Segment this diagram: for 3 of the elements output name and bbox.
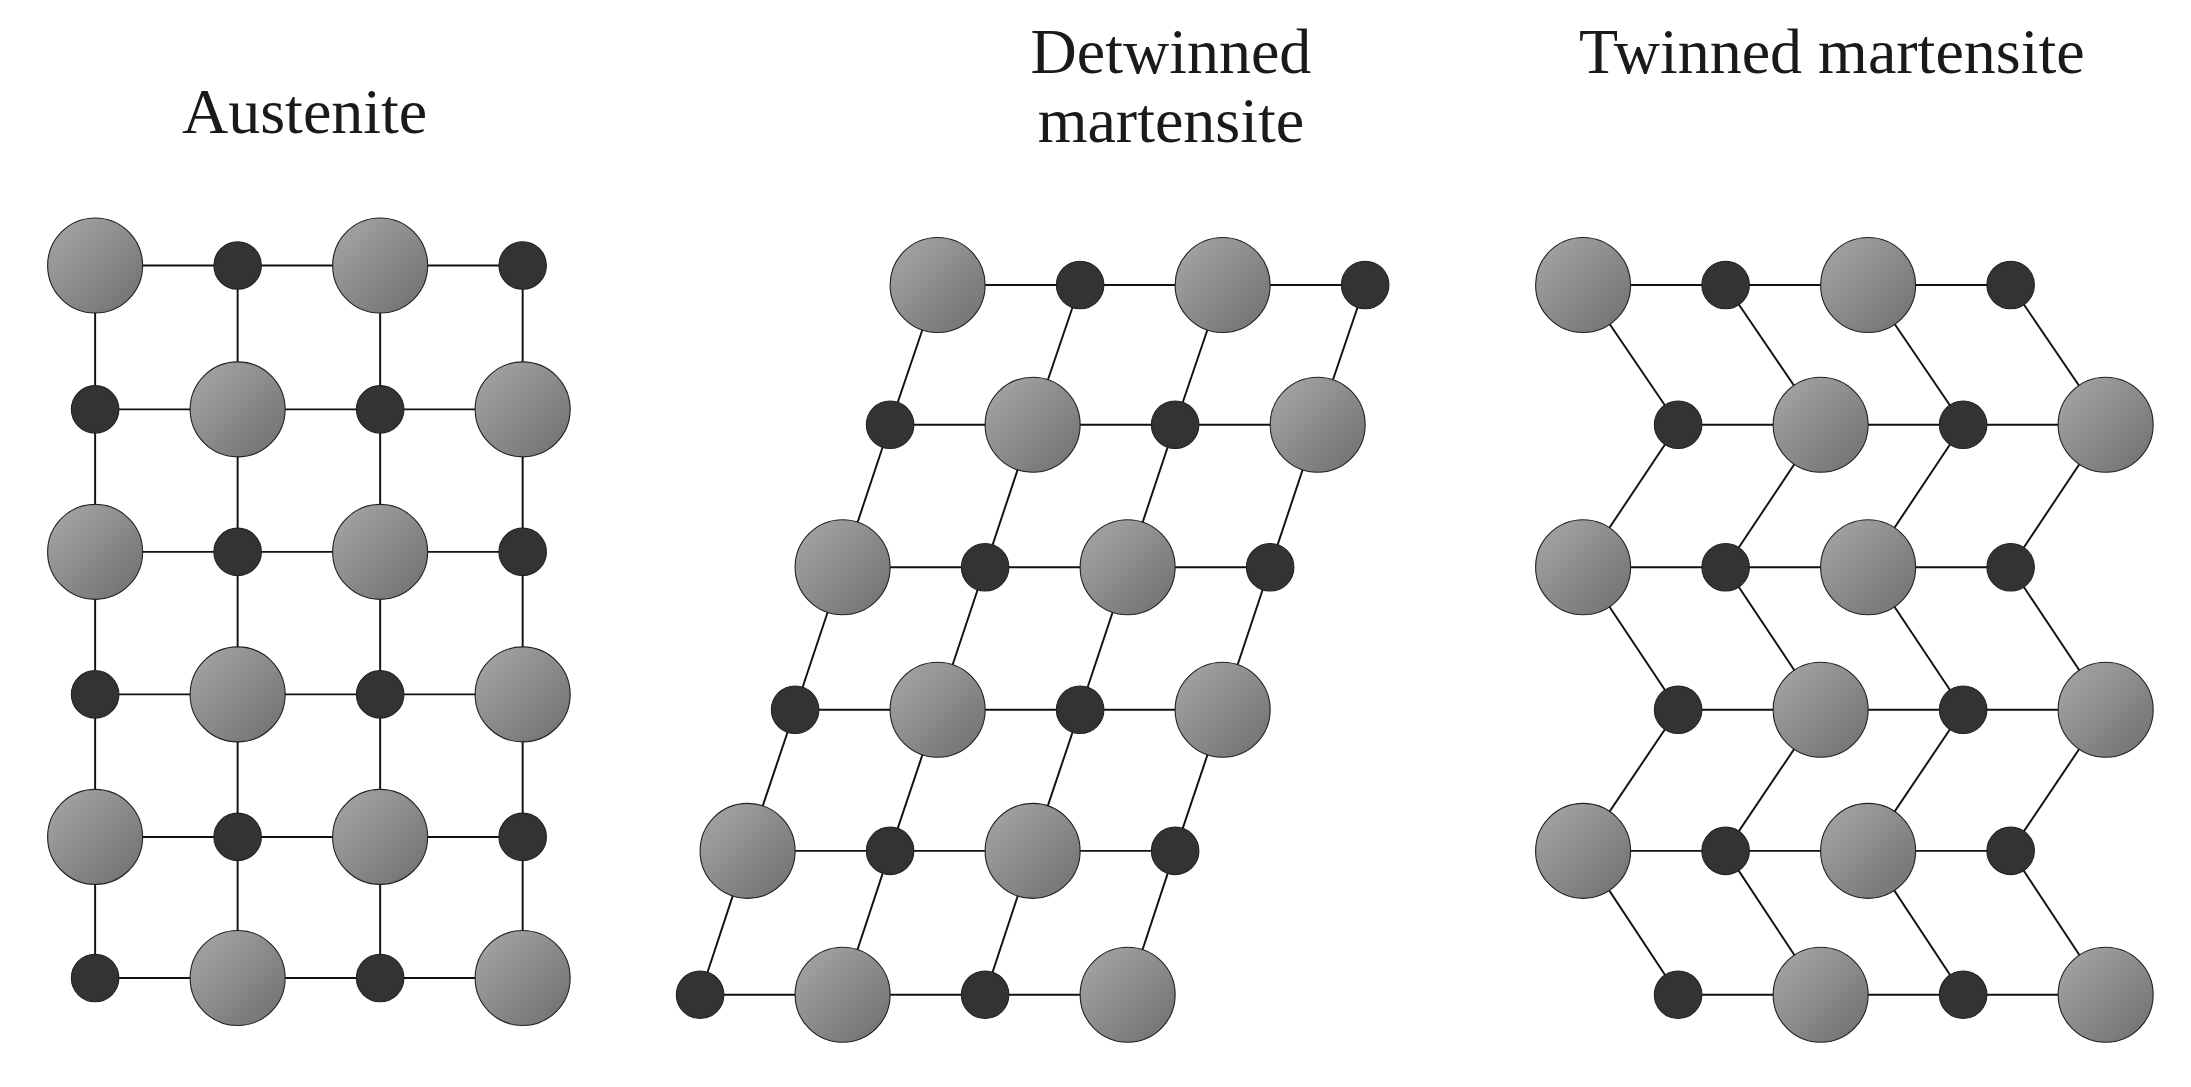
lattice-title: Austenite <box>180 76 429 146</box>
lattice-title: Detwinned martensite <box>1029 16 1313 155</box>
lattice-title: Twinned martensite <box>1578 16 2086 86</box>
